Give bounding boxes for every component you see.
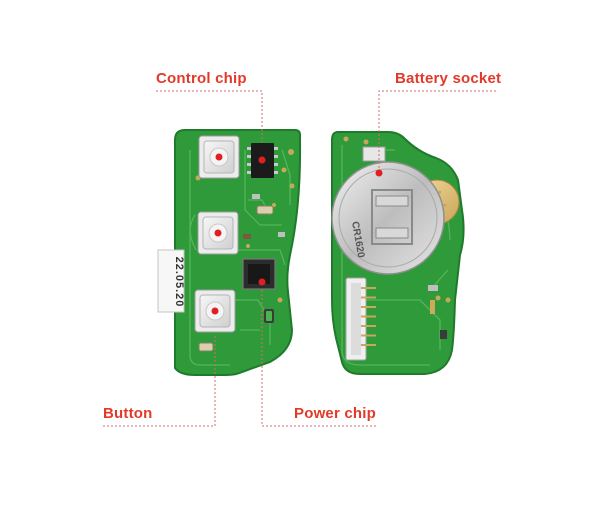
tact-button-middle <box>197 211 239 255</box>
control-chip <box>247 143 278 178</box>
right-pcb: CR1620 <box>331 131 465 375</box>
connector-pins <box>361 287 376 346</box>
battery-socket: CR1620 <box>331 146 445 275</box>
right-pcb-small-components <box>428 285 447 339</box>
left-pcb-small-components <box>198 194 285 352</box>
label-power-chip: Power chip <box>294 405 377 422</box>
date-sticker-text: 22.05.20 <box>173 257 185 308</box>
ribbon-connector <box>345 277 376 361</box>
date-sticker: 22.05.20 <box>157 249 185 313</box>
power-chip <box>242 258 276 290</box>
label-battery-socket: Battery socket <box>395 70 502 87</box>
callout-leader-lines <box>103 90 496 427</box>
left-pcb: 22.05.20 <box>157 129 302 376</box>
tact-button-top <box>198 135 240 179</box>
leader-battery-socket <box>378 90 496 170</box>
label-button: Button <box>103 405 153 422</box>
label-control-chip: Control chip <box>156 70 247 87</box>
leader-control-chip <box>156 90 263 142</box>
leader-power-chip <box>261 290 376 427</box>
tact-button-bottom <box>194 289 236 333</box>
leader-button <box>103 334 216 427</box>
